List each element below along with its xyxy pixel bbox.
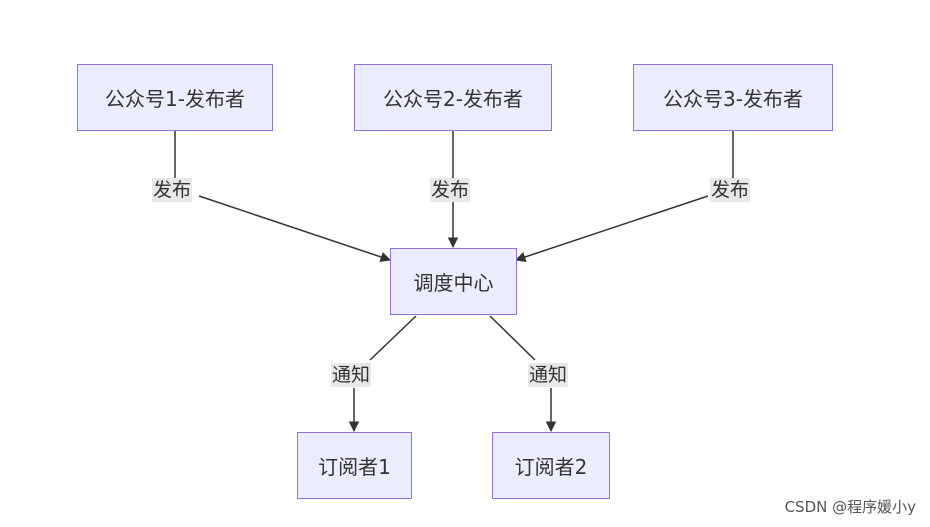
node-subscriber2: 订阅者2 [492, 432, 610, 499]
edge-publisher3-to-dispatch [516, 131, 734, 260]
node-dispatch-center-label: 调度中心 [413, 271, 494, 295]
node-publisher3: 公众号3-发布者 [633, 64, 833, 131]
edge-label-publish-3: 发布 [710, 178, 751, 202]
edge-dispatch-to-subscriber1 [354, 315, 417, 431]
edge-label-notify-2: 通知 [528, 363, 569, 387]
node-subscriber1: 订阅者1 [297, 432, 412, 499]
node-subscriber2-label: 订阅者2 [514, 455, 588, 479]
node-publisher3-label: 公众号3-发布者 [663, 87, 803, 111]
node-subscriber1-label: 订阅者1 [318, 455, 391, 479]
node-dispatch-center: 调度中心 [390, 248, 517, 315]
node-publisher1: 公众号1-发布者 [77, 64, 273, 131]
watermark-text: CSDN @程序媛小y [784, 498, 916, 516]
node-publisher2-label: 公众号2-发布者 [383, 87, 523, 111]
edge-label-publish-2: 发布 [430, 178, 471, 202]
node-publisher2: 公众号2-发布者 [354, 64, 552, 131]
node-publisher1-label: 公众号1-发布者 [105, 87, 245, 111]
edge-publisher1-to-dispatch [174, 131, 390, 260]
edge-dispatch-to-subscriber2 [489, 315, 551, 431]
edge-label-publish-1: 发布 [152, 178, 193, 202]
edge-label-notify-1: 通知 [331, 363, 372, 387]
